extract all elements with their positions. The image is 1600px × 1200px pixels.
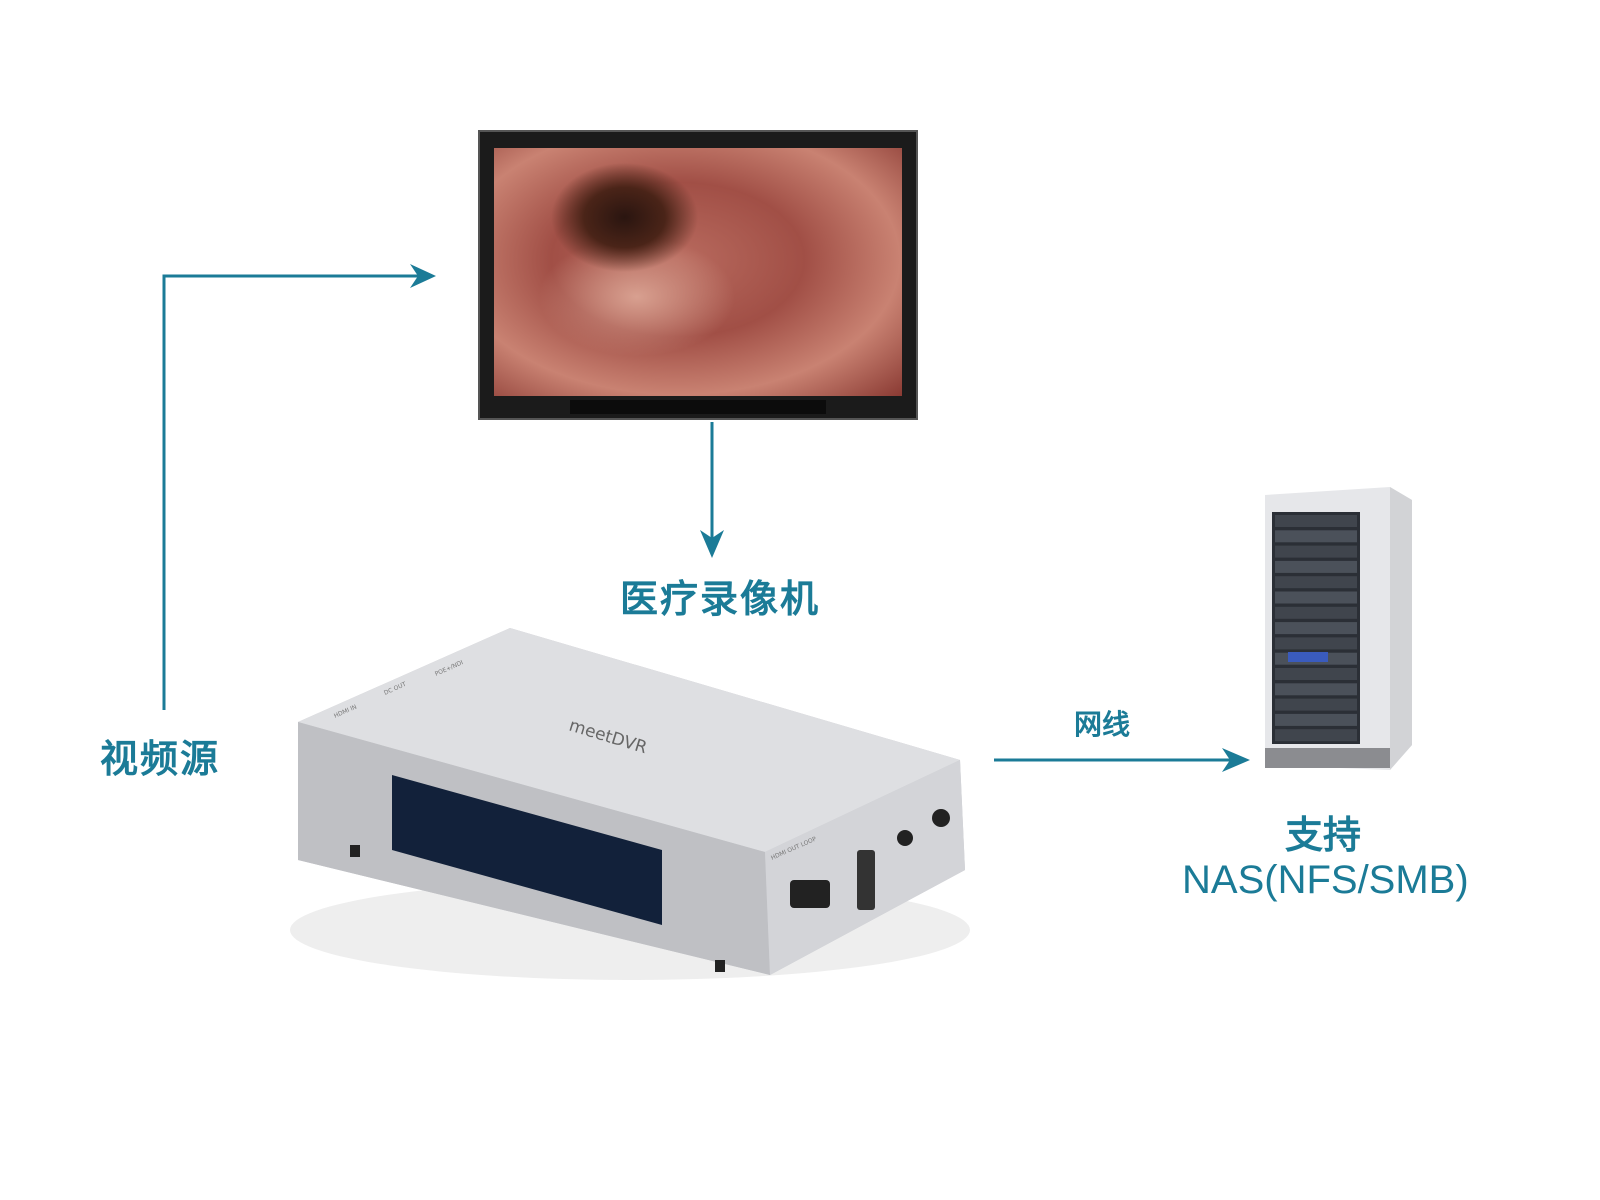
network-cable-label: 网线 [1074,708,1131,741]
rack-unit [1275,606,1357,619]
rack-unit [1275,668,1357,680]
medical-recorder-device: meetDVR HDMI IN DC OUT POE+/NDI HDMI OUT… [290,628,970,980]
rack-unit [1275,576,1357,589]
support-label: 支持 [1285,813,1362,857]
arrowhead [700,530,724,558]
nas-server-rack [1265,487,1412,770]
video-source-label: 视频源 [100,737,221,781]
arrowhead [410,264,436,288]
nas-protocol-label: NAS(NFS/SMB) [1182,858,1469,902]
rack-unit [1275,622,1357,635]
medical-monitor [478,130,918,420]
rack-unit [1275,545,1357,558]
rack-unit [1275,698,1357,711]
rack-unit [1275,683,1357,696]
rack-unit [1275,560,1357,573]
rack-unit [1275,530,1357,543]
rack-unit [1275,713,1357,726]
arrow-source-to-monitor [162,271,432,710]
rack-unit [1275,637,1357,650]
arrowhead [1222,748,1250,772]
rack-unit [1275,515,1357,527]
endoscopy-image [494,148,902,396]
rack-unit [1275,591,1357,604]
recorder-label: 医疗录像机 [620,577,821,621]
monitor-bezel-bottom [570,400,826,414]
rack-unit [1275,729,1357,742]
